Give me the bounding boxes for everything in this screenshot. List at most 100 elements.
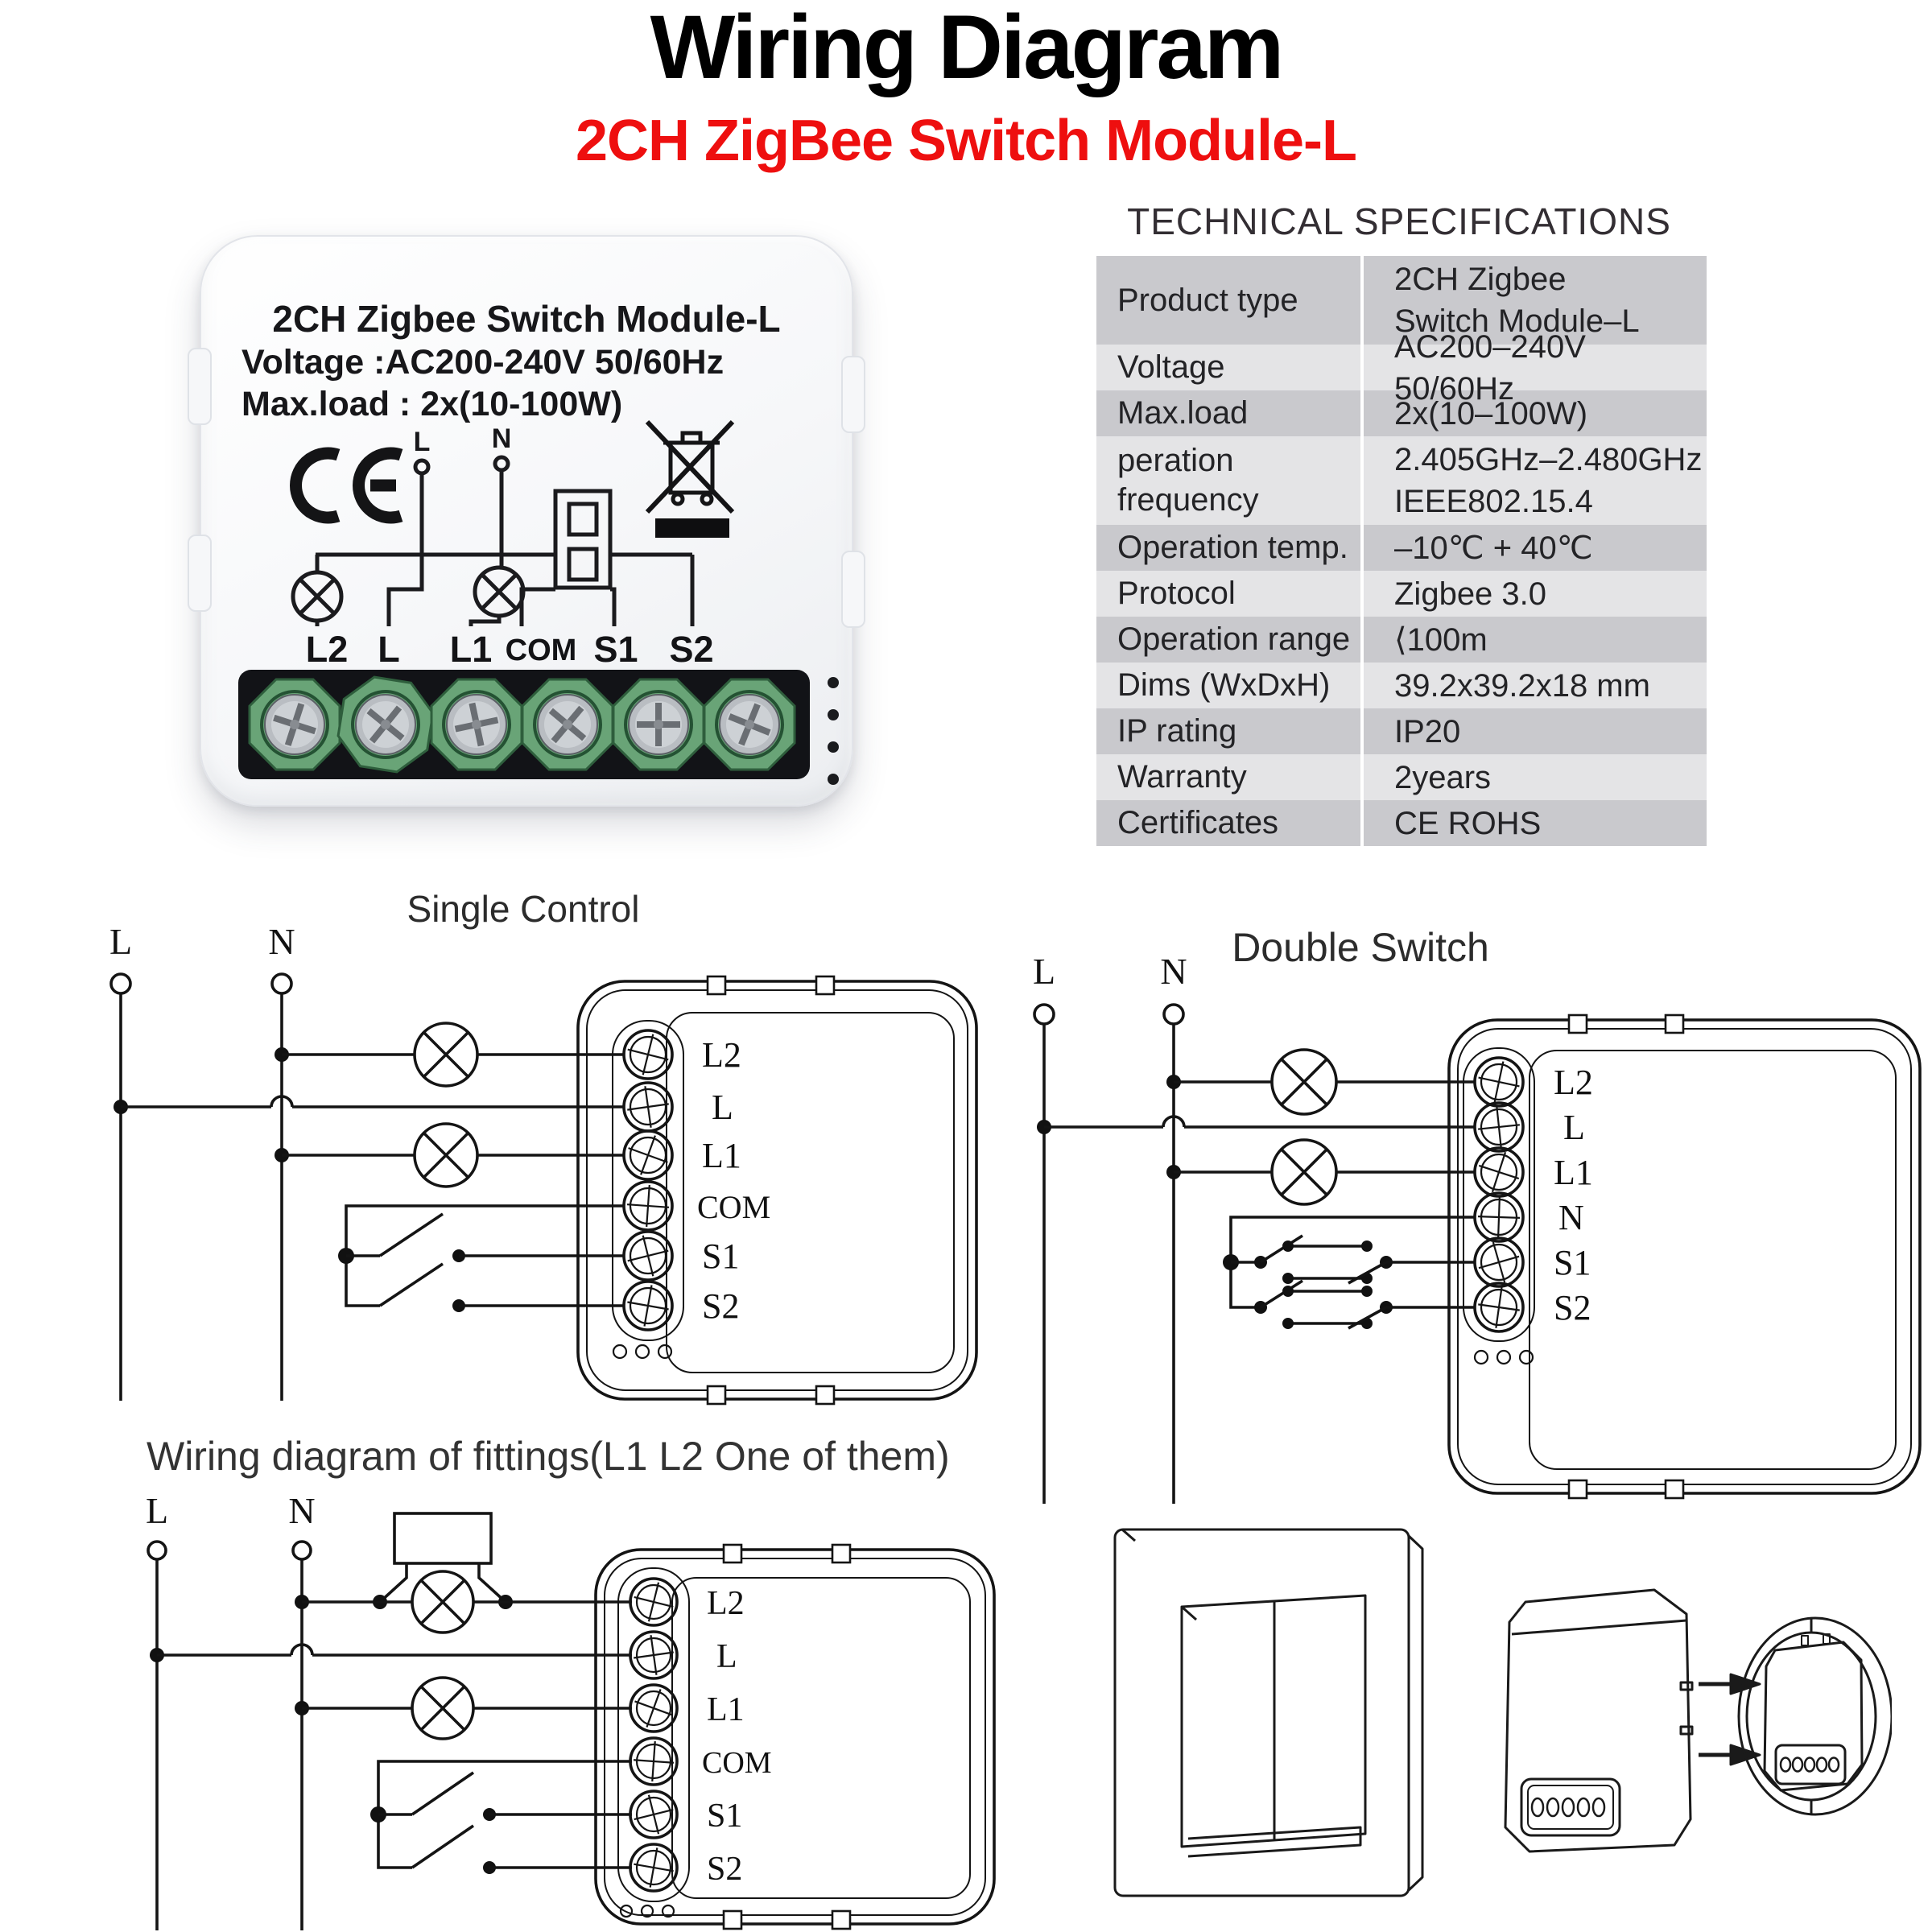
screw-icon: [622, 1129, 674, 1181]
spec-value: AC200–240V 50/60Hz: [1394, 328, 1586, 407]
spec-value: 2.405GHz–2.480GHz: [1394, 442, 1703, 477]
lamp-icon: [1270, 1138, 1338, 1206]
ce-mark-icon: [290, 447, 403, 524]
print-n-node: [493, 455, 510, 473]
print-terminal-label: S2: [669, 629, 713, 670]
terminal-screw-icon: [521, 678, 614, 771]
print-terminal-label: L2: [306, 629, 349, 670]
screw-icon: [1473, 1236, 1525, 1288]
page-title: Wiring Diagram: [650, 0, 1285, 97]
module-outline: [1447, 1013, 1922, 1500]
lamp-icon: [1270, 1048, 1338, 1116]
installation-illustration: [1113, 1528, 1892, 1897]
screw-icon: [1473, 1282, 1525, 1333]
n-rail-node: [1162, 1003, 1185, 1026]
print-l-label: L: [414, 427, 431, 457]
spec-value: ⟨100m: [1394, 621, 1488, 658]
module-print: 2CH Zigbee Switch Module-L Voltage :AC20…: [238, 298, 839, 785]
spec-value: 2years: [1394, 759, 1492, 795]
single-control-title: Single Control: [407, 888, 640, 930]
table-row: Dims (WxDxH) 39.2x39.2x18 mm: [1096, 663, 1707, 708]
module-outline: [594, 1543, 996, 1930]
spec-label: Operation range: [1117, 621, 1351, 658]
table-row: Operation temp. –10℃ + 40℃: [1096, 525, 1707, 571]
module-terminals: L2 L L1 COM S1 S2: [629, 1577, 772, 1893]
terminal-screw-icon: [703, 678, 796, 771]
screw-icon: [629, 1843, 679, 1893]
spec-label: Certificates: [1117, 805, 1279, 841]
mount-clip: [841, 356, 865, 433]
print-terminal-label: COM: [506, 634, 577, 667]
module-label-maxload: Max.load : 2x(10-100W): [242, 385, 622, 423]
spec-label: IP rating: [1117, 713, 1237, 749]
module-terminals: L2 L L1 N S1 S2: [1473, 1056, 1593, 1333]
screw-icon: [629, 1736, 679, 1786]
l-rail-label: L: [146, 1490, 168, 1531]
print-l-node: [413, 458, 431, 476]
l-rail-node: [1033, 1003, 1055, 1026]
n-rail-label: N: [268, 921, 295, 962]
product-photo: 2CH Zigbee Switch Module-L Voltage :AC20…: [188, 235, 865, 807]
terminal-label: COM: [702, 1746, 772, 1780]
fittings-title: Wiring diagram of fittings(L1 L2 One of …: [147, 1434, 950, 1479]
spec-value: 2x(10–100W): [1394, 395, 1588, 431]
screw-icon: [622, 1230, 674, 1282]
print-terminal-label: S1: [593, 629, 638, 670]
n-rail-node: [291, 1540, 312, 1561]
terminal-label: L2: [1554, 1063, 1593, 1102]
screw-icon: [622, 1081, 674, 1133]
mount-clip: [188, 535, 212, 612]
terminal-screw-icon: [248, 678, 341, 771]
wiring: [114, 1022, 624, 1312]
terminal-label: S2: [707, 1851, 742, 1888]
spec-value: IEEE802.15.4: [1394, 484, 1593, 519]
double-switch-diagram: L N: [1033, 951, 1922, 1504]
terminal-strip: [238, 670, 810, 779]
print-terminal-label: L: [378, 629, 400, 670]
screw-icon: [622, 1180, 674, 1232]
switch-icon: [379, 1212, 465, 1262]
print-terminal-label: L1: [450, 629, 493, 670]
terminal-label: L1: [707, 1691, 745, 1728]
screw-icon: [629, 1577, 679, 1627]
screw-icon: [629, 1790, 679, 1839]
screw-icon: [1473, 1191, 1525, 1243]
two-way-switch-icon: [1254, 1279, 1393, 1330]
table-row: Voltage AC200–240V 50/60Hz: [1096, 329, 1707, 407]
l-rail-label: L: [1033, 951, 1055, 992]
table-row: Protocol Zigbee 3.0: [1096, 571, 1707, 617]
terminal-screw-icon: [612, 678, 705, 771]
print-lamp-icon: [291, 570, 344, 623]
two-way-switch-icon: [1254, 1234, 1393, 1285]
spec-heading: TECHNICAL SPECIFICATIONS: [1127, 200, 1671, 242]
table-row: Certificates CE ROHS: [1096, 800, 1707, 846]
spec-value: IP20: [1394, 713, 1461, 749]
spec-label: Dims (WxDxH): [1117, 667, 1331, 704]
l-rail-node: [147, 1540, 167, 1561]
module-terminals: L2 L L1 COM S1 S2: [622, 1029, 770, 1331]
mount-clip: [188, 348, 212, 425]
weee-bin-icon: [645, 419, 735, 514]
spec-label: Voltage: [1117, 349, 1225, 386]
n-rail-node: [270, 972, 293, 995]
l-rail-label: L: [109, 921, 132, 962]
terminal-label: L2: [702, 1035, 741, 1075]
fittings-diagram: L N: [146, 1490, 996, 1930]
terminal-screw-icon: [336, 675, 435, 774]
spec-label: frequency: [1117, 482, 1259, 518]
terminal-label: S1: [702, 1236, 739, 1276]
switch-icon: [379, 1262, 465, 1312]
terminal-label: L2: [707, 1585, 745, 1622]
module-label-title: 2CH Zigbee Switch Module-L: [272, 298, 780, 340]
lamp-icon: [413, 1022, 479, 1088]
spec-label: Warranty: [1117, 759, 1247, 795]
spec-label: Protocol: [1117, 576, 1236, 612]
terminal-label: L1: [702, 1136, 741, 1175]
table-row: Max.load 2x(10–100W): [1096, 390, 1707, 436]
screw-icon: [629, 1683, 679, 1733]
terminal-label: L1: [1554, 1153, 1593, 1192]
screw-icon: [622, 1029, 674, 1080]
